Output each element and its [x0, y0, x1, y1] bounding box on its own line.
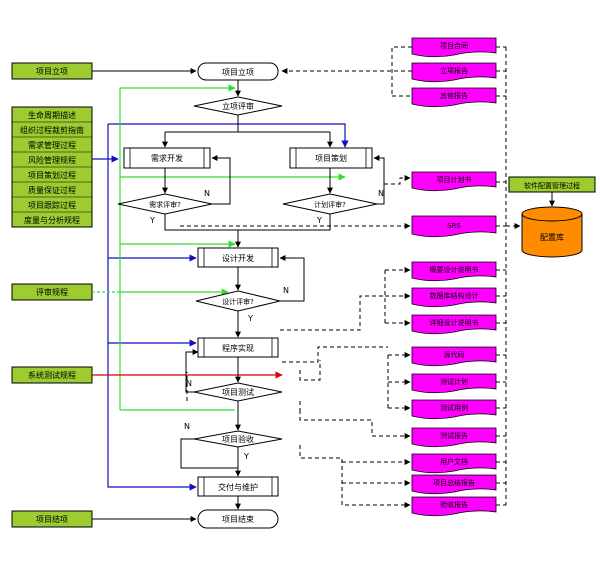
doc-label: 测试计划: [440, 377, 468, 386]
doc-label: 概要设计说明书: [430, 265, 479, 274]
project-test-no: N: [186, 379, 192, 388]
project-test-label: 项目测试: [222, 387, 254, 397]
system-test-procedure-label: 系统测试规程: [28, 370, 76, 380]
guideline-item: 项目策划过程: [28, 170, 76, 180]
doc-test-plan: 测试计划: [411, 373, 497, 394]
guideline-item: 度量与分析规程: [24, 215, 80, 225]
doc-label: 其他报告: [440, 91, 468, 100]
requirements-dev-label: 需求开发: [151, 153, 183, 163]
project-start-input-label: 项目立项: [36, 66, 68, 76]
doc-label: 项目计划书: [437, 175, 472, 184]
guideline-item: 需求管理过程: [28, 140, 76, 150]
doc-detailed-design: 详细设计说明书: [411, 314, 497, 335]
design-review-label: 设计评审?: [222, 297, 254, 306]
requirements-review-label: 需求评审?: [149, 200, 181, 209]
doc-label: 验收报告: [440, 500, 468, 509]
doc-label: 项目总结报告: [433, 478, 475, 487]
left-input-boxes: 项目立项 生命周期描述 组织过程裁剪指南 需求管理过程 风险管理规程 项目策划过…: [11, 62, 93, 528]
doc-test-cases: 测试用例: [411, 399, 497, 420]
config-process-label: 软件配置管理过程: [524, 181, 580, 190]
documents: 项目合同 立项报告 其他报告 项目计划书 SRS 概要设计说明书 数据库结构设计: [411, 37, 497, 517]
guideline-item: 生命周期描述: [28, 110, 76, 120]
doc-label: 测试用例: [440, 403, 468, 412]
acceptance-no: N: [184, 422, 190, 431]
guideline-item: 组织过程裁剪指南: [20, 125, 84, 135]
design-review-yes: Y: [247, 314, 253, 323]
doc-label: 项目合同: [440, 41, 468, 50]
plan-review-no: N: [378, 189, 384, 198]
plan-review-yes: Y: [316, 216, 322, 225]
acceptance-yes: Y: [243, 452, 249, 461]
design-dev-label: 设计开发: [222, 253, 254, 263]
config-management: 软件配置管理过程 配置库: [508, 176, 596, 258]
doc-label: 立项报告: [440, 66, 468, 75]
doc-user-docs: 用户文档: [411, 453, 497, 474]
project-planning-box: [289, 147, 373, 169]
repository-label: 配置库: [540, 232, 564, 242]
doc-high-level-design: 概要设计说明书: [411, 261, 497, 282]
end-terminal: [197, 509, 279, 529]
doc-acceptance-report: 验收报告: [411, 496, 497, 517]
start-terminal-label: 项目立项: [222, 67, 254, 77]
requirements-review-yes: Y: [149, 216, 155, 225]
guideline-item: 项目跟踪过程: [28, 200, 76, 210]
guideline-item: 质量保证过程: [28, 185, 76, 195]
doc-project-summary: 项目总结报告: [411, 474, 497, 495]
guideline-item: 风险管理规程: [28, 155, 76, 165]
implementation-label: 程序实现: [222, 343, 254, 353]
requirements-dev-box: [123, 147, 211, 169]
doc-label: 详细设计说明书: [430, 318, 479, 327]
acceptance-label: 项目验收: [222, 434, 254, 444]
doc-label: SRS: [447, 222, 461, 230]
requirements-review-no: N: [204, 189, 210, 198]
design-review-no: N: [283, 286, 289, 295]
doc-approval-report: 立项报告: [411, 62, 497, 83]
doc-label: 源代码: [444, 350, 465, 359]
doc-srs: SRS: [411, 215, 497, 238]
project-close-label: 项目结项: [36, 514, 68, 524]
repository-cylinder: 配置库: [521, 206, 583, 258]
start-review-label: 立项评审: [222, 101, 254, 111]
doc-label: 用户文档: [440, 457, 468, 466]
config-process-box: [508, 176, 596, 193]
doc-test-report: 测试报告: [411, 427, 497, 448]
document-connectors: [164, 46, 555, 508]
review-procedure-label: 评审规程: [36, 287, 68, 297]
doc-source-code: 源代码: [411, 346, 497, 367]
end-terminal-label: 项目结束: [222, 514, 254, 524]
doc-other-reports: 其他报告: [411, 87, 497, 108]
doc-database-design: 数据库结构设计: [411, 287, 497, 308]
doc-project-plan: 项目计划书: [411, 171, 497, 192]
doc-label: 测试报告: [440, 431, 468, 440]
delivery-label: 交付与维护: [218, 482, 258, 492]
left-connectors: [92, 68, 349, 522]
doc-contract: 项目合同: [411, 37, 497, 58]
project-planning-label: 项目策划: [315, 153, 347, 163]
plan-review-label: 计划评审?: [314, 200, 346, 209]
main-flow: 项目立项 立项评审 需求开发 项目策划 需求评审? N 计划评审? N: [117, 62, 385, 529]
doc-label: 数据库结构设计: [430, 291, 479, 300]
